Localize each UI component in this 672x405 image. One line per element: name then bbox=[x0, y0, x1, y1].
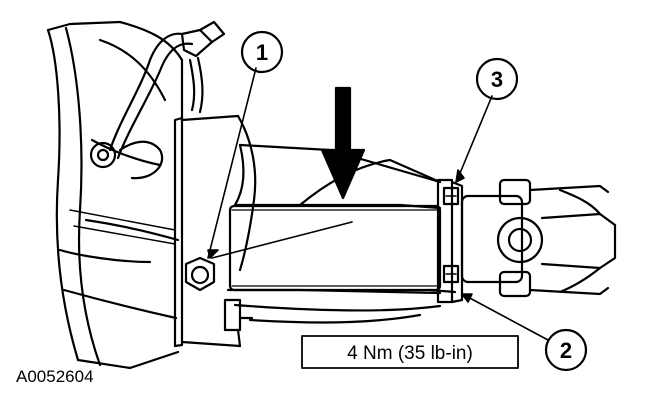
callout-label-1: 1 bbox=[256, 40, 268, 65]
adapter-flange bbox=[173, 114, 257, 348]
torque-spec-box bbox=[301, 335, 519, 369]
direction-arrow bbox=[320, 86, 366, 200]
lower-bracket bbox=[223, 298, 254, 332]
driveshaft-yoke bbox=[460, 178, 617, 298]
callout-label-3: 3 bbox=[491, 67, 503, 92]
callout-circle-1 bbox=[240, 30, 284, 74]
bolt-item-1 bbox=[184, 256, 216, 292]
leader-lines bbox=[207, 67, 549, 341]
callout-circle-3 bbox=[475, 57, 519, 101]
callout-circle-2 bbox=[544, 328, 588, 372]
transmission-housing bbox=[46, 20, 184, 370]
tail-flange-plate bbox=[436, 178, 464, 304]
wiring-harness bbox=[108, 20, 226, 160]
callout-label-2: 2 bbox=[560, 338, 572, 363]
torque-spec-label: 4 Nm (35 lb-in) bbox=[347, 343, 473, 364]
sensor-body bbox=[228, 204, 442, 292]
figure-id-label: A0052604 bbox=[16, 367, 94, 386]
